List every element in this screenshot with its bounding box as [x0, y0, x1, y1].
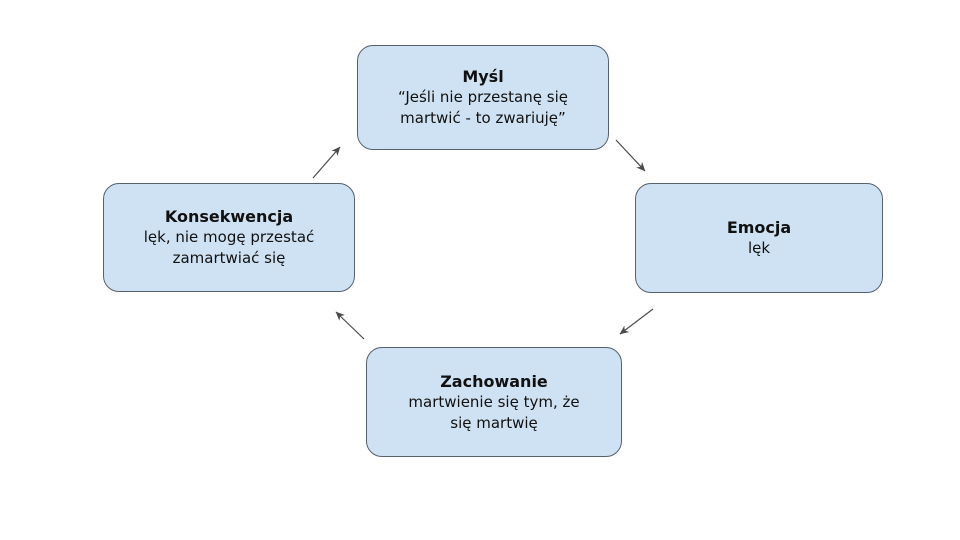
node-mysl: Myśl “Jeśli nie przestanę się martwić - …	[357, 45, 609, 150]
arrow-zachowanie-to-konsekwencja	[335, 311, 365, 340]
node-emocja-body: lęk	[747, 239, 771, 257]
node-emocja-title: Emocja	[726, 218, 792, 237]
node-zachowanie-title: Zachowanie	[440, 371, 548, 391]
node-mysl-title: Myśl	[462, 67, 504, 86]
arrow-emocja-to-zachowanie	[619, 308, 654, 335]
node-konsekwencja: Konsekwencja lęk, nie mogę przestać zama…	[103, 183, 355, 292]
node-emocja: Emocja lęk	[635, 183, 883, 293]
node-mysl-body: “Jeśli nie przestanę się martwić - to zw…	[398, 88, 568, 127]
node-konsekwencja-title: Konsekwencja	[164, 207, 294, 226]
node-konsekwencja-body: lęk, nie mogę przestać zamartwiać się	[143, 228, 315, 267]
node-zachowanie: Zachowanie martwienie się tym, że się ma…	[366, 347, 622, 457]
arrow-konsekwencja-to-mysl	[312, 146, 341, 179]
arrow-mysl-to-emocja	[615, 139, 646, 172]
node-zachowanie-body: martwienie się tym, że się martwię	[408, 392, 580, 432]
